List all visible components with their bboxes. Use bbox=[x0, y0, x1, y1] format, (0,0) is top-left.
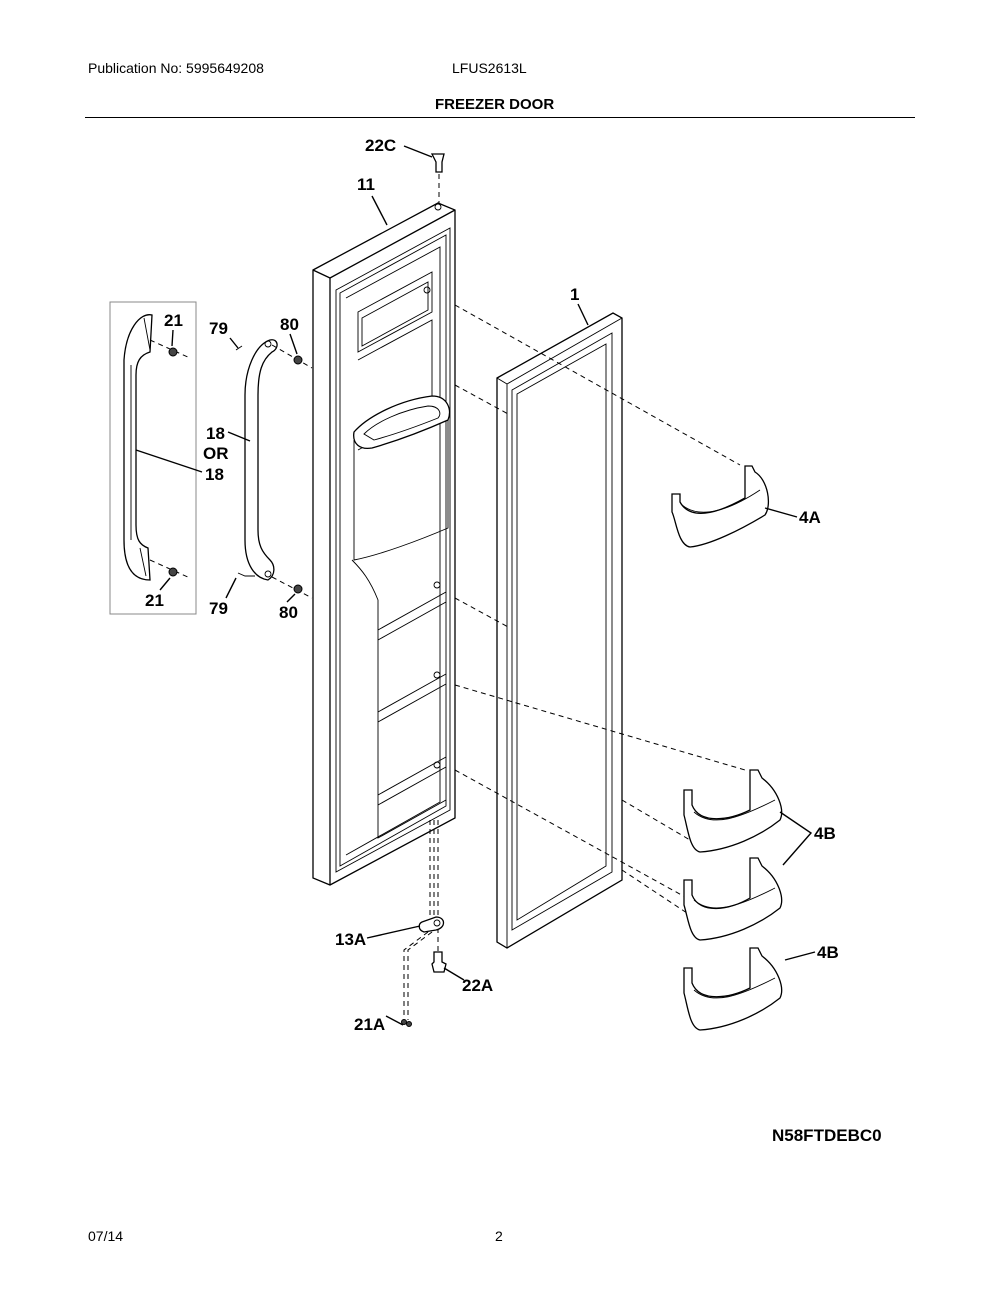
callout-18-a: 18 bbox=[206, 424, 225, 443]
door-bin-4b-3 bbox=[683, 947, 783, 1031]
callout-79-bottom: 79 bbox=[209, 599, 228, 618]
door-bin-4a bbox=[671, 465, 769, 548]
callout-22c: 22C bbox=[365, 136, 396, 155]
section-title: FREEZER DOOR bbox=[435, 96, 555, 113]
hinge-13a bbox=[403, 820, 445, 1020]
callout-4b-pair: 4B bbox=[814, 824, 836, 843]
callout-79-top: 79 bbox=[209, 319, 228, 338]
screws-21a bbox=[401, 1019, 412, 1027]
door-bin-4b-1 bbox=[683, 769, 783, 853]
callout-4a: 4A bbox=[799, 508, 821, 527]
footer-date: 07/14 bbox=[88, 1228, 124, 1244]
freezer-door-11 bbox=[312, 202, 456, 886]
header-divider bbox=[85, 117, 915, 118]
screw-79-bottom bbox=[237, 572, 255, 577]
callout-1: 1 bbox=[570, 285, 579, 304]
callout-21a: 21A bbox=[354, 1015, 385, 1034]
screw-80-top bbox=[271, 344, 313, 369]
screw-80-bottom bbox=[271, 576, 313, 599]
callout-80-bottom: 80 bbox=[279, 603, 298, 622]
screw-21-top bbox=[149, 339, 191, 359]
screw-21-bottom bbox=[149, 559, 191, 579]
model-number: LFUS2613L bbox=[452, 60, 527, 76]
publication-number: Publication No: 5995649208 bbox=[88, 60, 264, 76]
door-bin-4b-2 bbox=[683, 857, 783, 941]
hinge-pin-22c bbox=[430, 153, 445, 203]
alignment-lines bbox=[454, 304, 746, 931]
callout-21-top: 21 bbox=[164, 311, 183, 330]
callout-4b-single: 4B bbox=[817, 943, 839, 962]
handle-a bbox=[123, 314, 153, 581]
callout-18-b: 18 bbox=[205, 465, 224, 484]
callout-11: 11 bbox=[357, 175, 375, 194]
callout-80-top: 80 bbox=[280, 315, 299, 334]
footer-page-number: 2 bbox=[495, 1228, 503, 1244]
door-gasket-1 bbox=[496, 312, 623, 949]
handle-option-box bbox=[109, 301, 197, 615]
callout-or: OR bbox=[203, 444, 229, 463]
screw-79-top bbox=[235, 345, 243, 351]
drawing-code: N58FTDEBC0 bbox=[772, 1126, 882, 1145]
hinge-pin-22a bbox=[431, 951, 447, 973]
callout-21-bottom: 21 bbox=[145, 591, 164, 610]
callout-13a: 13A bbox=[335, 930, 366, 949]
callout-22a: 22A bbox=[462, 976, 493, 995]
handle-b bbox=[244, 339, 278, 581]
